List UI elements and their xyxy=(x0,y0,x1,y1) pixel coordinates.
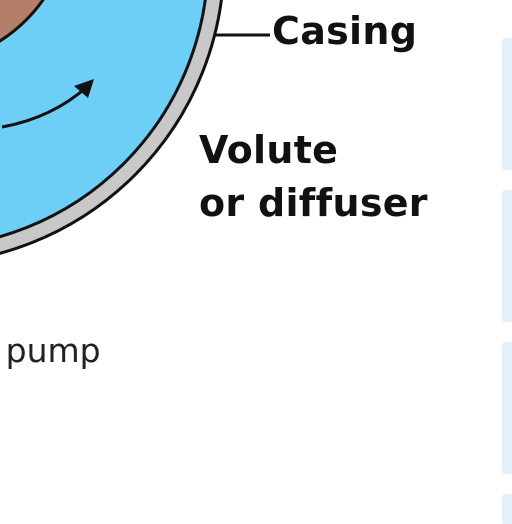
side-panel-4 xyxy=(502,494,512,524)
volute-area xyxy=(0,0,207,239)
side-panel-2 xyxy=(502,190,512,322)
volute-label-line2: or diffuser xyxy=(199,181,428,225)
pump-diagram xyxy=(0,0,270,255)
volute-label: Volute or diffuser xyxy=(199,124,428,230)
impeller xyxy=(0,0,45,43)
volute-label-line1: Volute xyxy=(199,128,339,172)
casing-label: Casing xyxy=(272,9,418,53)
diagram-caption: l pump xyxy=(0,331,101,370)
side-panel-1 xyxy=(502,38,512,170)
side-panel-3 xyxy=(502,342,512,474)
flow-arrow xyxy=(1,84,89,129)
flow-arrowhead xyxy=(74,79,94,98)
